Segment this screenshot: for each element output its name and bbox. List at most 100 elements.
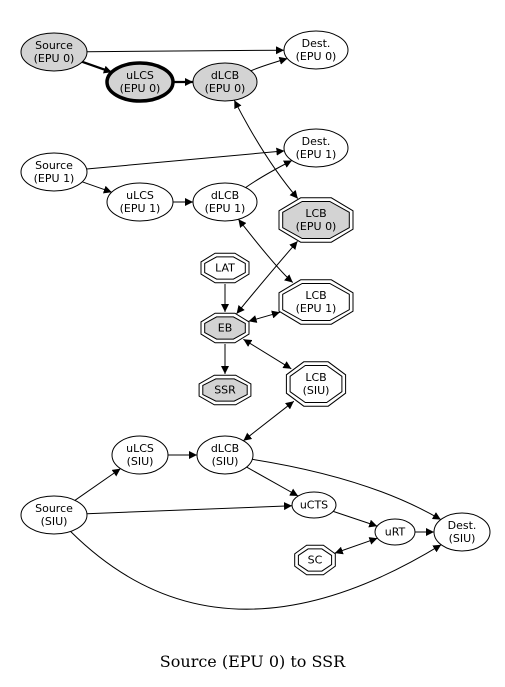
node-src-epu1: Source(EPU 1) bbox=[20, 152, 88, 192]
node-label-src-epu1-line-0: Source bbox=[35, 159, 73, 172]
edge-ucts-to-urt bbox=[333, 510, 378, 528]
edges-layer bbox=[70, 46, 442, 610]
node-shape-src-epu0 bbox=[20, 32, 88, 72]
node-lcb-epu1: LCB(EPU 1) bbox=[278, 279, 354, 325]
figure-caption: Source (EPU 0) to SSR bbox=[159, 652, 346, 671]
node-label-dlcb-epu0-line-0: dLCB bbox=[211, 69, 239, 82]
edge-lcb-epu1-to-eb bbox=[248, 310, 281, 323]
node-shape-lcb-epu0 bbox=[282, 201, 350, 239]
node-shape-lat bbox=[204, 256, 246, 280]
edge-dlcb-epu1-to-dest-epu1 bbox=[245, 160, 293, 188]
node-eb: EB bbox=[200, 312, 250, 344]
node-label-dlcb-epu1-line-1: (EPU 1) bbox=[205, 202, 246, 215]
node-dest-epu1: Dest.(EPU 1) bbox=[283, 128, 349, 168]
node-label-dest-epu1-line-1: (EPU 1) bbox=[296, 148, 337, 161]
edge-dlcb-epu0-to-lcb-epu0 bbox=[233, 99, 299, 199]
node-shape-dest-epu0 bbox=[283, 30, 349, 70]
node-label-src-epu0-line-0: Source bbox=[35, 39, 73, 52]
node-label-lcb-siu-line-0: LCB bbox=[305, 371, 326, 384]
node-label-src-epu1-line-1: (EPU 1) bbox=[34, 172, 75, 185]
node-shape-dlcb-epu0 bbox=[192, 62, 258, 102]
node-lat: LAT bbox=[200, 252, 250, 284]
node-ulcs-siu: uLCS(SIU) bbox=[111, 435, 169, 475]
node-shape-dlcb-epu1 bbox=[192, 182, 258, 222]
node-label-src-siu-line-0: Source bbox=[35, 502, 73, 515]
node-label-lcb-epu0-line-1: (EPU 0) bbox=[296, 220, 337, 233]
node-label-ucts-line-0: uCTS bbox=[300, 499, 328, 512]
node-dest-epu0: Dest.(EPU 0) bbox=[283, 30, 349, 70]
node-label-lat-line-0: LAT bbox=[215, 262, 235, 275]
node-label-ssr-line-0: SSR bbox=[214, 384, 236, 397]
edge-src-siu-to-ucts bbox=[86, 502, 293, 515]
node-shape-dest-siu bbox=[433, 512, 491, 552]
node-label-ulcs-siu-line-1: (SIU) bbox=[127, 455, 154, 468]
node-shape-src-siu bbox=[20, 495, 88, 535]
node-dlcb-siu: dLCB(SIU) bbox=[196, 435, 254, 475]
node-label-dlcb-siu-line-1: (SIU) bbox=[212, 455, 239, 468]
node-label-sc-line-0: SC bbox=[308, 554, 323, 567]
node-shape-src-epu1 bbox=[20, 152, 88, 192]
node-shape-ucts bbox=[291, 491, 337, 519]
node-shape-ulcs-epu1 bbox=[106, 182, 174, 222]
node-lcb-epu0: LCB(EPU 0) bbox=[278, 197, 354, 243]
node-shape-urt bbox=[374, 518, 416, 546]
node-label-dest-epu1-line-0: Dest. bbox=[302, 135, 331, 148]
node-label-lcb-siu-line-1: (SIU) bbox=[303, 384, 330, 397]
node-label-ulcs-epu0-line-0: uLCS bbox=[126, 69, 154, 82]
edge-src-epu1-to-ulcs-epu1 bbox=[82, 181, 112, 194]
node-ssr: SSR bbox=[198, 374, 252, 406]
edge-src-siu-to-ulcs-siu bbox=[74, 468, 121, 501]
node-label-lcb-epu0-line-0: LCB bbox=[305, 207, 326, 220]
node-label-ulcs-siu-line-0: uLCS bbox=[126, 442, 154, 455]
node-label-dlcb-epu1-line-0: dLCB bbox=[211, 189, 239, 202]
node-label-eb-line-0: EB bbox=[218, 322, 233, 335]
node-shape-dlcb-siu bbox=[196, 435, 254, 475]
node-shape-sc bbox=[297, 548, 333, 572]
edge-lcb-epu0-to-eb bbox=[236, 240, 298, 315]
node-label-lcb-epu1-line-1: (EPU 1) bbox=[296, 302, 337, 315]
node-sc: SC bbox=[294, 544, 336, 576]
edge-dlcb-siu-to-ucts bbox=[246, 466, 299, 497]
node-shape-ssr bbox=[202, 378, 248, 402]
node-dlcb-epu0: dLCB(EPU 0) bbox=[192, 62, 258, 102]
edge-src-siu-to-dest-siu bbox=[70, 531, 442, 610]
edge-eb-to-lcb-siu bbox=[243, 338, 292, 370]
node-shape-dest-epu1 bbox=[283, 128, 349, 168]
edge-dlcb-epu0-to-dest-epu0 bbox=[250, 56, 288, 72]
node-label-dlcb-epu0-line-1: (EPU 0) bbox=[205, 82, 246, 95]
node-label-urt-line-0: uRT bbox=[385, 526, 406, 539]
node-shape-ulcs-epu0 bbox=[105, 61, 175, 103]
edge-src-epu0-to-dest-epu0 bbox=[86, 46, 285, 55]
node-urt: uRT bbox=[374, 518, 416, 546]
node-label-lcb-epu1-line-0: LCB bbox=[305, 289, 326, 302]
node-shape-lcb-siu bbox=[289, 365, 343, 403]
node-ulcs-epu1: uLCS(EPU 1) bbox=[106, 182, 174, 222]
node-shape-lcb-epu1 bbox=[282, 283, 350, 321]
edge-dlcb-siu-to-dest-siu bbox=[252, 458, 442, 521]
node-label-dest-siu-line-0: Dest. bbox=[448, 519, 477, 532]
node-ulcs-epu0: uLCS(EPU 0) bbox=[105, 61, 175, 103]
node-label-src-siu-line-1: (SIU) bbox=[41, 515, 68, 528]
node-label-ulcs-epu1-line-1: (EPU 1) bbox=[120, 202, 161, 215]
node-label-dlcb-siu-line-0: dLCB bbox=[211, 442, 239, 455]
node-dest-siu: Dest.(SIU) bbox=[433, 512, 491, 552]
node-label-ulcs-epu1-line-0: uLCS bbox=[126, 189, 154, 202]
node-label-dest-epu0-line-1: (EPU 0) bbox=[296, 50, 337, 63]
node-label-src-epu0-line-1: (EPU 0) bbox=[34, 52, 75, 65]
node-label-dest-siu-line-1: (SIU) bbox=[449, 532, 476, 545]
node-src-epu0: Source(EPU 0) bbox=[20, 32, 88, 72]
node-shape-ulcs-siu bbox=[111, 435, 169, 475]
node-shape-eb bbox=[204, 316, 246, 340]
node-label-dest-epu0-line-0: Dest. bbox=[302, 37, 331, 50]
edge-src-epu0-to-ulcs-epu0 bbox=[81, 60, 113, 74]
node-src-siu: Source(SIU) bbox=[20, 495, 88, 535]
node-dlcb-epu1: dLCB(EPU 1) bbox=[192, 182, 258, 222]
node-label-ulcs-epu0-line-1: (EPU 0) bbox=[120, 82, 161, 95]
flow-diagram: Source(EPU 0)Dest.(EPU 0)uLCS(EPU 0)dLCB… bbox=[20, 30, 491, 610]
node-ucts: uCTS bbox=[291, 491, 337, 519]
edge-src-epu1-to-dest-epu1 bbox=[86, 147, 285, 170]
nodes-layer: Source(EPU 0)Dest.(EPU 0)uLCS(EPU 0)dLCB… bbox=[20, 30, 491, 576]
edge-lcb-siu-to-dlcb-siu bbox=[243, 400, 295, 442]
node-lcb-siu: LCB(SIU) bbox=[285, 361, 347, 407]
edge-sc-to-urt bbox=[334, 537, 378, 555]
